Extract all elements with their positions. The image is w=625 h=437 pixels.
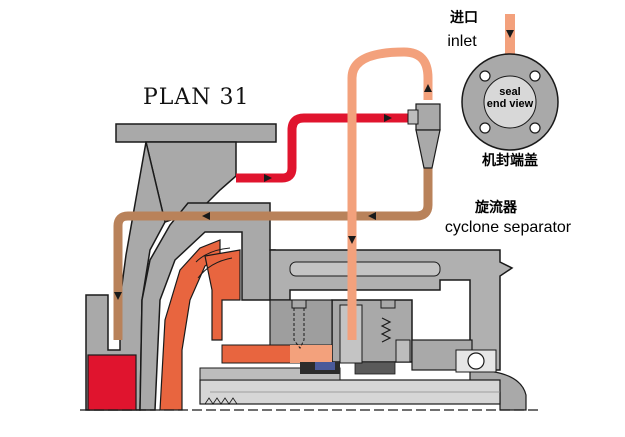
bolt-icon (291, 299, 307, 349)
clean-line-cyclone-to-seal (347, 47, 433, 340)
return-line-cyclone-to-suction (113, 168, 433, 340)
cyclone-label-en: cyclone separator (445, 219, 572, 236)
flow-arrow-icon (506, 30, 514, 38)
cyclone-label-cn: 旋流器 (474, 199, 518, 215)
spring-icon (380, 317, 392, 343)
seal-chamber (221, 344, 333, 364)
seal-end-view-line1: seal (499, 86, 520, 98)
shaft (199, 367, 501, 405)
impeller (159, 239, 241, 411)
flush-line-discharge-to-cyclone (236, 113, 418, 183)
inlet-label-en: inlet (447, 33, 477, 50)
suction-chamber (87, 354, 137, 411)
seal-end-view-line2: end view (487, 98, 534, 110)
bolt-icon (479, 122, 491, 134)
flow-arrow-icon (114, 84, 432, 300)
bolt-icon (529, 70, 541, 82)
bearing-icon (455, 349, 497, 373)
bolt-icon (380, 299, 396, 309)
bolt-icon (479, 70, 491, 82)
gland-label-cn: 机封端盖 (482, 152, 538, 168)
page-title: PLAN 31 (143, 85, 250, 110)
bolt-icon (529, 122, 541, 134)
seal-end-view: seal end view (461, 53, 559, 151)
inlet-label-cn: 进口 (450, 9, 478, 25)
cyclone-separator (407, 103, 441, 169)
